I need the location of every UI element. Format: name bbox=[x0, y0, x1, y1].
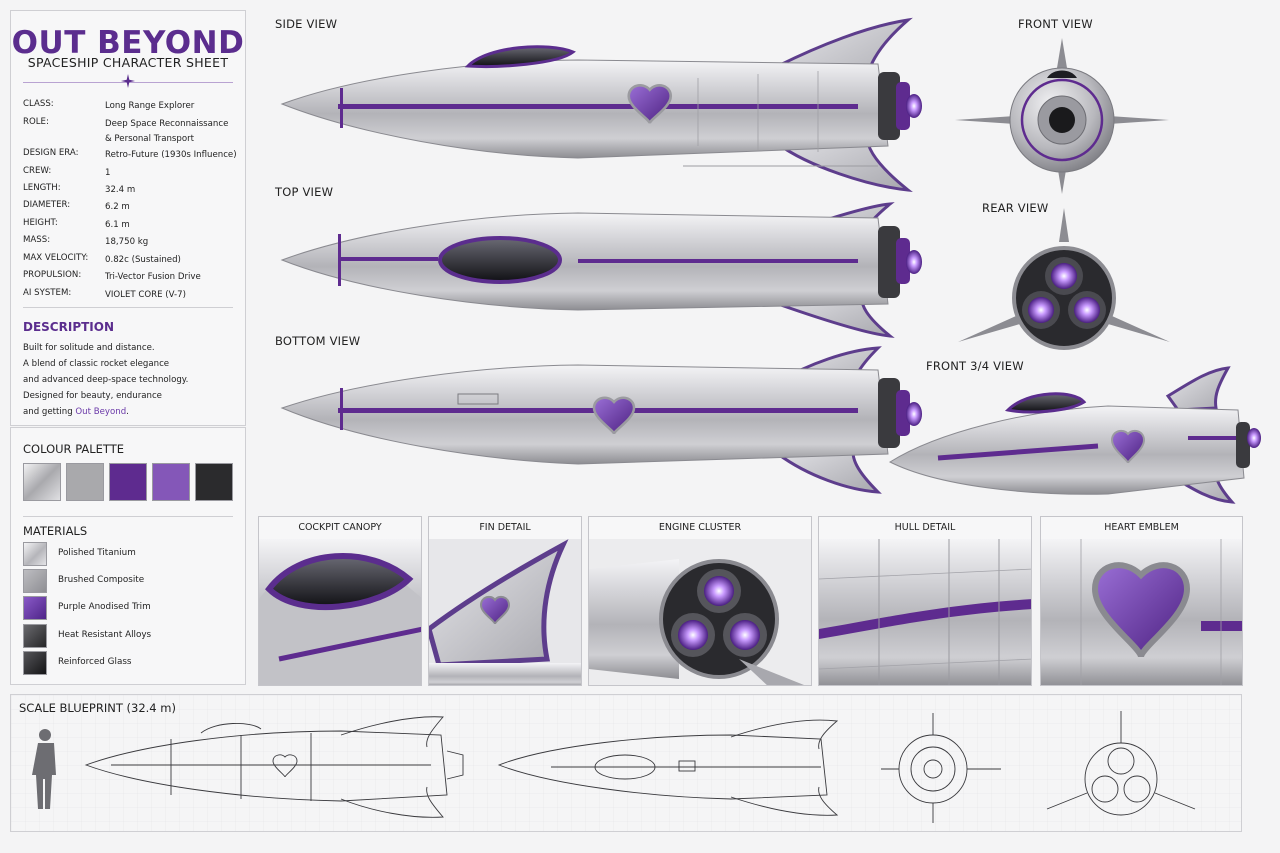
side-view-label: SIDE VIEW bbox=[275, 17, 338, 31]
swatch-grey bbox=[66, 463, 104, 501]
section-divider bbox=[23, 307, 233, 308]
top-view-label: TOP VIEW bbox=[275, 185, 334, 199]
star-ornament-icon bbox=[121, 74, 135, 88]
side-view-ship bbox=[280, 17, 922, 192]
cockpit-canopy-detail: COCKPIT CANOPY bbox=[258, 516, 422, 686]
page-title: OUT BEYOND bbox=[11, 25, 245, 61]
materials-heading: MATERIALS bbox=[23, 524, 88, 538]
front-view-ship bbox=[955, 38, 1169, 194]
blueprint-rear-ship bbox=[1046, 711, 1196, 816]
description-heading: DESCRIPTION bbox=[23, 320, 115, 334]
palette-heading: COLOUR PALETTE bbox=[23, 442, 125, 456]
front-three-quarter-view-label: FRONT 3/4 VIEW bbox=[926, 359, 1024, 373]
front-view-label: FRONT VIEW bbox=[1018, 17, 1093, 31]
section-divider bbox=[23, 516, 233, 517]
blueprint-heading: SCALE BLUEPRINT (32.4 m) bbox=[19, 701, 176, 715]
blueprint-top-ship bbox=[497, 719, 839, 816]
bottom-view-ship bbox=[280, 346, 922, 494]
rear-view-ship bbox=[958, 208, 1170, 350]
swatch-light-purple bbox=[152, 463, 190, 501]
rear-view-label: REAR VIEW bbox=[982, 201, 1049, 215]
description-text: Built for solitude and distance. A blend… bbox=[23, 343, 189, 417]
front-three-quarter-view-ship bbox=[888, 366, 1261, 504]
blueprint-front-ship bbox=[881, 713, 1001, 823]
swatch-black bbox=[195, 463, 233, 501]
engine-cluster-detail: ENGINE CLUSTER bbox=[588, 516, 812, 686]
fin-detail: FIN DETAIL bbox=[428, 516, 582, 686]
spec-panel: OUT BEYOND SPACESHIP CHARACTER SHEET CLA… bbox=[10, 10, 246, 426]
hull-detail: HULL DETAIL bbox=[818, 516, 1032, 686]
human-scale-figure bbox=[32, 729, 56, 809]
blueprint-side-ship bbox=[84, 716, 464, 818]
heart-emblem-detail: HEART EMBLEM bbox=[1040, 516, 1243, 686]
blueprint-drawing bbox=[11, 695, 1241, 831]
swatch-polished-silver bbox=[23, 463, 61, 501]
page-subtitle: SPACESHIP CHARACTER SHEET bbox=[27, 55, 229, 70]
top-view-ship bbox=[280, 202, 922, 338]
bottom-view-label: BOTTOM VIEW bbox=[275, 334, 361, 348]
swatch-deep-purple bbox=[109, 463, 147, 501]
palette-panel: COLOUR PALETTE MATERIALS Polished Titani… bbox=[10, 427, 246, 685]
scale-blueprint-panel: SCALE BLUEPRINT (32.4 m) bbox=[10, 694, 1242, 832]
